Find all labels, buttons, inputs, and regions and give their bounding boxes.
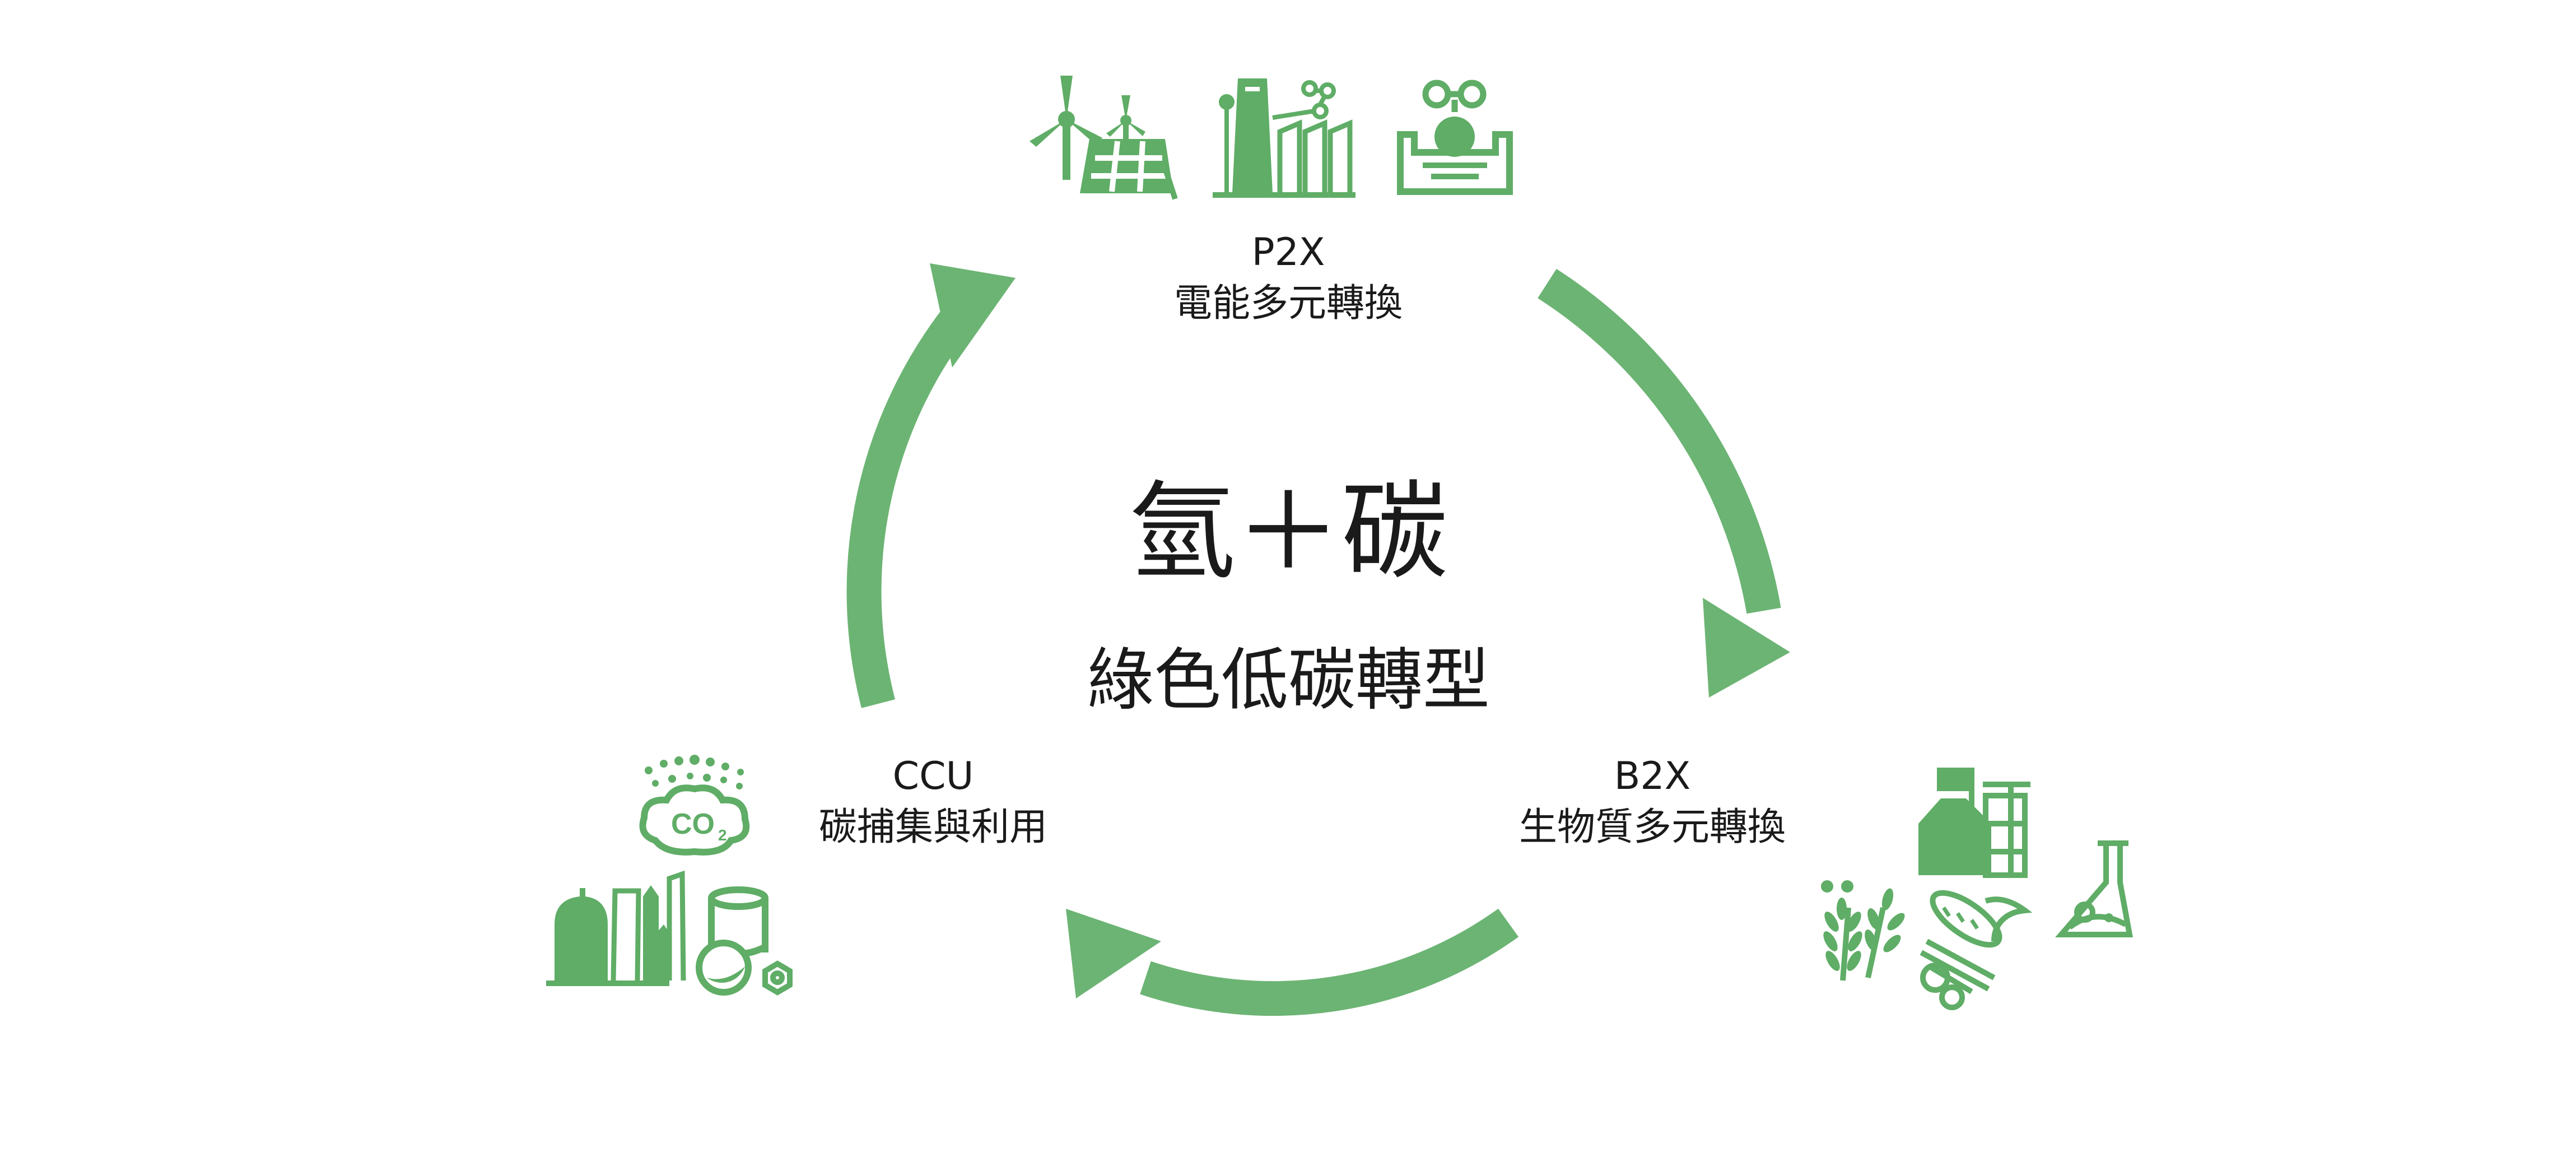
- svg-text:2: 2: [718, 826, 727, 844]
- industrial-plant-icon: [546, 870, 686, 986]
- b2x-icon-group: [1821, 768, 2133, 1010]
- ccu-name: 碳捕集與利用: [818, 805, 1047, 849]
- center-title: 氫＋碳: [1128, 470, 1448, 594]
- arrowhead-ccu: [1066, 909, 1161, 998]
- b2x-label: B2X 生物質多元轉換: [1484, 752, 1820, 851]
- b2x-name: 生物質多元轉換: [1518, 805, 1786, 849]
- arrow-ccu-to-p2x: [846, 300, 976, 708]
- arrow-p2x-to-b2x: [1538, 268, 1781, 614]
- arrow-b2x-to-ccu: [1140, 908, 1519, 1016]
- ccu-label: CCU 碳捕集與利用: [765, 752, 1101, 851]
- b2x-code: B2X: [1614, 754, 1691, 798]
- solar-panel-icon: [1080, 139, 1178, 200]
- arrowhead-p2x: [930, 263, 1016, 368]
- ccu-code: CCU: [892, 754, 974, 798]
- flask-icon: [2055, 840, 2133, 937]
- factory-icon: [1213, 78, 1355, 198]
- hex-nut-icon: [762, 960, 793, 996]
- electrolyzer-icon: [1397, 80, 1513, 195]
- p2x-name: 電能多元轉換: [1173, 281, 1403, 326]
- biorefinery-icon: [1918, 768, 2030, 878]
- ccu-icon-group: CO 2: [546, 755, 793, 996]
- p2x-icon-group: [1030, 76, 1513, 200]
- p2x-label: P2X 電能多元轉換: [1120, 229, 1456, 327]
- co2-cloud-icon: CO 2: [639, 755, 750, 856]
- svg-text:CO: CO: [671, 808, 715, 840]
- center-subtitle: 綠色低碳轉型: [1087, 642, 1490, 719]
- p2x-code: P2X: [1251, 230, 1325, 275]
- corn-icon: [1920, 890, 2033, 1010]
- storage-tank-icon: [696, 886, 768, 996]
- wheat-icon: [1821, 880, 1905, 981]
- arrowhead-b2x: [1703, 598, 1790, 698]
